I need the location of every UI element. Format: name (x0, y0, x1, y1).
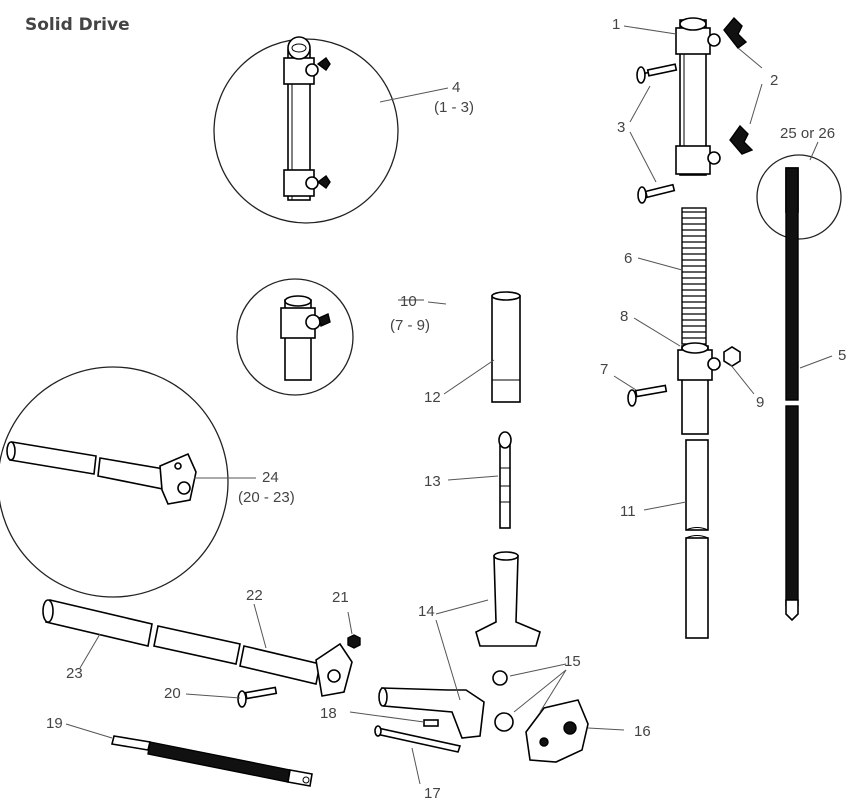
wing-nut-bottom-icon (729, 124, 754, 155)
small-bolt-icon (423, 719, 439, 727)
detail-circle-drive-shaft (0, 366, 229, 598)
label-part-16: 16 (634, 723, 651, 740)
gear-housing-icon (525, 699, 589, 763)
part-labels: 1 2 3 4 (1 - 3) 25 or 26 6 8 10 (7 - 9) … (46, 16, 846, 802)
label-part-7: 7 (600, 361, 608, 378)
label-part-24: 24 (262, 469, 279, 486)
label-part-10: 10 (400, 293, 417, 310)
hex-nut-icon (723, 346, 741, 367)
diagram-title: Solid Drive (25, 15, 130, 35)
label-part-12: 12 (424, 389, 441, 406)
label-part-20: 20 (164, 685, 181, 702)
flex-shaft-end-icon (111, 735, 313, 787)
label-part-6: 6 (624, 250, 632, 267)
lower-tube-icon (685, 439, 709, 639)
bolt-top-icon (636, 63, 678, 84)
label-part-9: 9 (756, 394, 764, 411)
label-part-11: 11 (620, 503, 636, 520)
pivot-bolt-icon (237, 686, 278, 708)
label-part-4-range: (1 - 3) (434, 99, 474, 116)
label-part-15: 15 (564, 653, 581, 670)
label-part-5: 5 (838, 347, 846, 364)
spindle-icon (498, 431, 512, 529)
label-part-14: 14 (418, 603, 435, 620)
label-part-21: 21 (332, 589, 349, 606)
collar-bolt-icon (627, 384, 668, 407)
pin-shaft-icon (374, 725, 462, 753)
flexible-shaft-icon (785, 167, 799, 622)
coil-spring-icon (681, 207, 707, 345)
drive-shaft-assembly-icon (6, 441, 197, 505)
collar-assembly-icon (280, 295, 331, 381)
label-part-13: 13 (424, 473, 441, 490)
label-part-22: 22 (246, 587, 263, 604)
label-part-4: 4 (452, 79, 460, 96)
label-part-10-range: (7 - 9) (390, 317, 430, 334)
nut-icon (347, 634, 361, 649)
label-part-1: 1 (612, 16, 620, 33)
upper-clamp-icon (675, 17, 721, 176)
angle-bracket-icon (378, 687, 485, 739)
upper-clamp-assembly-icon (283, 36, 331, 201)
label-part-19: 19 (46, 715, 63, 732)
label-part-2: 2 (770, 72, 778, 89)
label-part-17: 17 (424, 785, 441, 802)
lower-collar-icon (677, 342, 721, 435)
label-part-18: 18 (320, 705, 337, 722)
upper-sleeve-icon (491, 291, 521, 403)
label-part-8: 8 (620, 308, 628, 325)
base-socket-icon (475, 551, 541, 647)
label-part-25-26: 25 or 26 (780, 125, 835, 142)
leader-lines (65, 25, 833, 785)
main-tube-icon (42, 599, 353, 697)
gear-icon (492, 670, 514, 732)
bolt-bottom-icon (637, 183, 676, 204)
detail-circle-shaft-tip (756, 154, 842, 240)
label-part-24-range: (20 - 23) (238, 489, 295, 506)
detail-circle-collar (236, 278, 354, 396)
label-part-23: 23 (66, 665, 83, 682)
label-part-3: 3 (617, 119, 625, 136)
wing-nut-top-icon (723, 16, 748, 49)
